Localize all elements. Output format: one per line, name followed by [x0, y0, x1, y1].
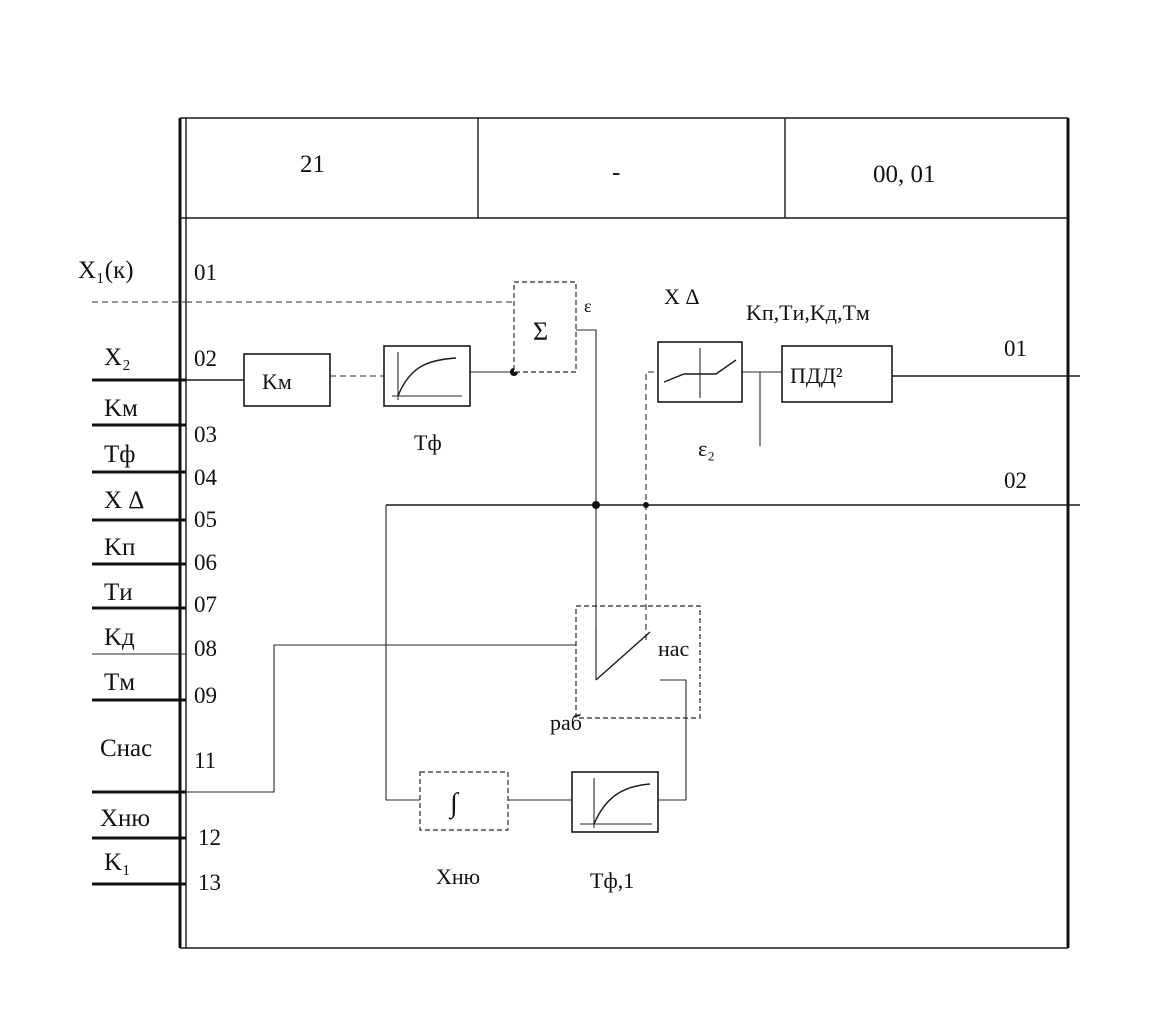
- input-label-tf: Tф: [104, 441, 135, 468]
- deadzone-output-label: ε₂: [698, 436, 715, 461]
- pin-number: 03: [194, 422, 217, 447]
- input-label-k1: K₁: [104, 849, 131, 876]
- input-label-x1: X₁(к): [78, 257, 134, 284]
- pin-number: 06: [194, 550, 217, 575]
- module-frame: [178, 117, 1070, 949]
- pid-block-label: ПДД²: [790, 363, 843, 388]
- sum-symbol: Σ: [533, 317, 548, 346]
- input-label-csat: Cнас: [100, 735, 152, 762]
- pin-number: 04: [194, 465, 218, 490]
- signal-wires: [186, 301, 1080, 801]
- input-label-kd: Kд: [104, 624, 135, 651]
- pin-number: 09: [194, 683, 217, 708]
- input-label-xnyu: Xню: [100, 805, 150, 832]
- pin-number: 12: [198, 825, 221, 850]
- switch-saturation-label: нас: [658, 636, 690, 661]
- deadzone-block: [657, 341, 743, 403]
- pin-number: 07: [194, 592, 217, 617]
- pin-number: 08: [194, 636, 217, 661]
- filter-block: [383, 345, 471, 407]
- deadzone-curve-icon: [663, 359, 737, 383]
- pin-number: 11: [194, 748, 216, 773]
- junction-dot: [592, 501, 600, 509]
- switch-work-label: раб: [550, 710, 582, 735]
- input-lines: [92, 301, 186, 886]
- header-cell-right: 00, 01: [873, 161, 936, 188]
- limiter-symbol: ∫: [448, 788, 460, 820]
- filter2-label: Tф,1: [590, 868, 634, 893]
- gain-block: Kм: [243, 353, 331, 407]
- input-label-xdelta: X Δ: [104, 487, 144, 514]
- saturation-switch: [575, 605, 701, 719]
- exponential-curve-icon: [593, 783, 651, 825]
- pin-number: 01: [194, 260, 217, 285]
- sum-block: Σ: [513, 281, 577, 373]
- output-label-01: 01: [1004, 336, 1027, 361]
- pid-block: ПДД²: [781, 345, 893, 403]
- input-label-ti: Tи: [104, 579, 133, 606]
- input-label-km: Kм: [104, 395, 138, 422]
- input-label-kp: Kп: [104, 534, 135, 561]
- filter-block-label: Tф: [414, 430, 442, 455]
- input-label-x2: X₂: [104, 344, 131, 371]
- filter2-block: [571, 771, 659, 833]
- pin-number: 13: [198, 870, 221, 895]
- limiter-label: Xню: [436, 864, 480, 889]
- pin-number: 02: [194, 346, 217, 371]
- limiter-block: ∫: [419, 771, 509, 831]
- pid-params-label: Kп,Tи,Kд,Tм: [746, 300, 870, 325]
- output-label-02: 02: [1004, 468, 1027, 493]
- input-label-tm: Tм: [104, 669, 135, 696]
- exponential-curve-icon: [397, 357, 457, 397]
- deadzone-input-label: X Δ: [664, 284, 700, 309]
- gain-block-label: Kм: [262, 369, 292, 394]
- header-cell-middle: -: [612, 159, 620, 186]
- sum-output-label: ε: [584, 296, 592, 316]
- junction-dot: [643, 502, 649, 508]
- pin-number: 05: [194, 507, 217, 532]
- header-cell-left: 21: [300, 151, 325, 178]
